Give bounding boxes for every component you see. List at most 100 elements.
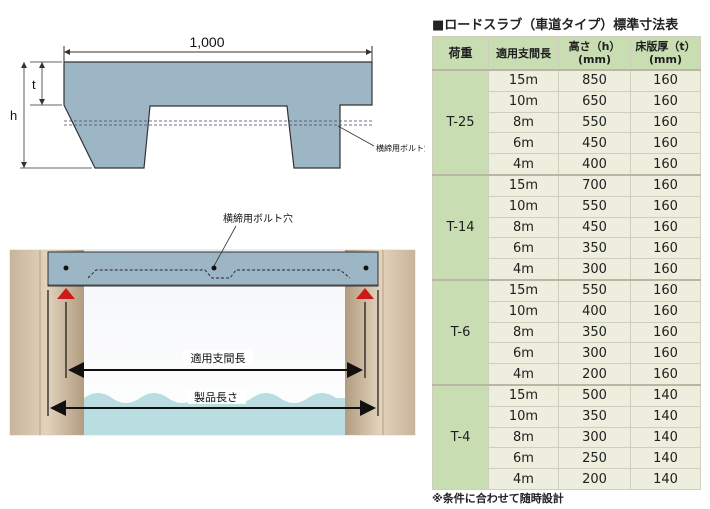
height-cell: 450 [558,216,631,239]
span-cell: 10m [488,405,559,428]
span-cell: 15m [488,68,559,92]
load-cell: T-4 [432,383,489,490]
thickness-cell: 160 [630,111,701,134]
height-cell: 550 [558,278,631,302]
slab-side-view [47,251,379,287]
cross-section: 1,000 t h 横締用ボルト穴 [10,34,425,169]
header-height: 高さ（h） (mm) [558,36,631,71]
thickness-cell: 160 [630,363,701,386]
left-support-triangle [57,288,75,299]
height-cell: 300 [558,426,631,449]
height-cell: 350 [558,405,631,428]
height-cell: 650 [558,90,631,113]
load-cell: T-25 [432,69,489,176]
height-cell: 200 [558,468,631,490]
bottom-bolt-hole-label: 横締用ボルト穴 [223,212,293,225]
length-label: 製品長さ [194,390,238,404]
thickness-cell: 160 [630,68,701,92]
span-cell: 10m [488,300,559,323]
span-cell: 8m [488,321,559,344]
header-thickness: 床版厚（t） (mm) [630,36,701,71]
height-cell: 550 [558,111,631,134]
thickness-cell: 140 [630,405,701,428]
thickness-cell: 140 [630,447,701,470]
height-cell: 350 [558,237,631,260]
top-bolt-hole-label: 横締用ボルト穴 [376,143,425,153]
slab-section [63,61,373,169]
span-cell: 4m [488,153,559,176]
header-span: 適用支間長 [488,36,559,71]
span-cell: 6m [488,132,559,155]
height-cell: 500 [558,383,631,407]
thickness-cell: 160 [630,342,701,365]
thickness-cell: 160 [630,90,701,113]
height-cell: 850 [558,68,631,92]
header-height-label: 高さ（h） [568,40,621,53]
table-title: ■ロードスラブ（車道タイプ）標準寸法表 [432,18,679,33]
thickness-cell: 140 [630,383,701,407]
height-cell: 550 [558,195,631,218]
table-header-row: 荷重 適用支間長 高さ（h） (mm) 床版厚（t） (mm) [432,36,701,71]
span-cell: 4m [488,258,559,281]
span-cell: 6m [488,447,559,470]
height-cell: 350 [558,321,631,344]
span-cell: 10m [488,90,559,113]
height-cell: 300 [558,258,631,281]
thickness-cell: 160 [630,153,701,176]
height-cell: 400 [558,300,631,323]
height-cell: 450 [558,132,631,155]
slab-drawings: 1,000 t h 横締用ボルト穴 [9,34,425,436]
load-cell: T-6 [432,278,489,386]
height-cell: 200 [558,363,631,386]
thickness-cell: 160 [630,216,701,239]
thickness-cell: 160 [630,258,701,281]
height-label: h [10,108,17,123]
thickness-cell: 140 [630,426,701,449]
header-thickness-label: 床版厚（t） [635,40,696,53]
header-height-unit: (mm) [578,53,611,66]
load-cell: T-14 [432,173,489,281]
span-cell: 6m [488,342,559,365]
height-cell: 250 [558,447,631,470]
thickness-cell: 160 [630,237,701,260]
footnote: ※条件に合わせて随時設計 [432,492,564,505]
span-cell: 15m [488,278,559,302]
span-cell: 6m [488,237,559,260]
span-cell: 8m [488,426,559,449]
header-load: 荷重 [432,36,489,71]
height-cell: 700 [558,173,631,197]
thickness-cell: 160 [630,321,701,344]
thickness-cell: 140 [630,468,701,490]
height-cell: 300 [558,342,631,365]
height-cell: 400 [558,153,631,176]
thickness-label: t [32,77,36,92]
thickness-cell: 160 [630,132,701,155]
span-cell: 4m [488,363,559,386]
span-cell: 10m [488,195,559,218]
span-cell: 4m [488,468,559,490]
thickness-cell: 160 [630,300,701,323]
installation-view: 横締用ボルト穴 適用支間長 製品長さ [9,212,416,436]
right-support-triangle [356,288,374,299]
thickness-cell: 160 [630,195,701,218]
width-label: 1,000 [189,34,224,50]
span-cell: 8m [488,216,559,239]
span-label: 適用支間長 [191,351,246,365]
header-thickness-unit: (mm) [649,53,682,66]
span-cell: 8m [488,111,559,134]
thickness-cell: 160 [630,278,701,302]
